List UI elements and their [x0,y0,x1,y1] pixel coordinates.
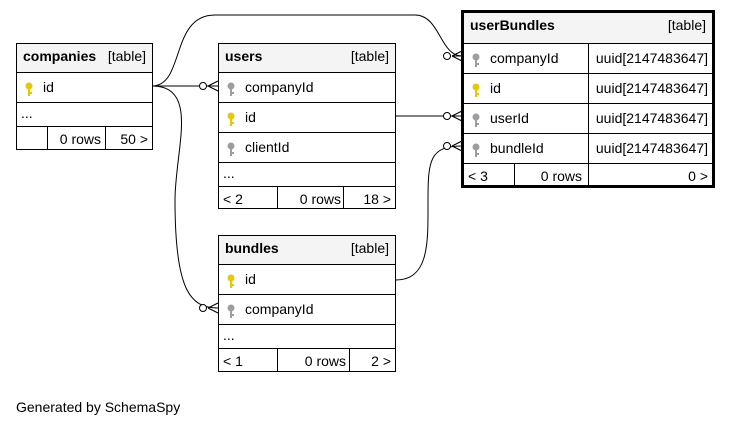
generated-by-footer: Generated by SchemaSpy [16,399,181,415]
table-header: userBundles [table] [464,13,712,43]
table-type-label: [table] [667,17,706,33]
more-columns: ... [219,324,395,348]
column-type: uuid[2147483647] [595,140,708,156]
link-companies-bundles [151,85,219,309]
row-count: 0 rows [59,131,101,147]
parents-count[interactable]: 18 > [363,191,391,207]
column-row[interactable]: id uuid[2147483647] [464,73,712,103]
column-row[interactable]: companyId [219,294,395,324]
column-name: id [245,109,256,125]
column-row[interactable]: companyId [219,72,395,102]
column-name: id [43,79,54,95]
more-columns: ... [219,162,395,186]
column-type: uuid[2147483647] [595,110,708,126]
table-companies[interactable]: companies [table] id ... 0 rows 50 > [16,43,153,150]
column-row[interactable]: id [219,264,395,294]
table-stats: < 1 0 rows 2 > [219,348,395,371]
table-header: companies [table] [17,44,152,72]
table-type-label: [table] [350,48,389,64]
ellipsis: ... [223,327,235,343]
column-name: bundleId [490,140,544,156]
parents-count[interactable]: 0 > [688,168,708,184]
link-bundles-userbundles [395,145,463,281]
primary-key-icon [472,83,480,97]
table-name: users [225,48,263,64]
column-row[interactable]: id [17,72,152,102]
table-header: users [table] [219,44,395,72]
column-name: userId [490,110,529,126]
foreign-key-icon [227,142,235,156]
column-row[interactable]: companyId uuid[2147483647] [464,43,712,73]
foreign-key-icon [227,304,235,318]
table-type-label: [table] [107,48,146,64]
column-name: id [245,271,256,287]
table-name: userBundles [470,17,555,33]
table-users[interactable]: users [table] companyId id clientId ... … [218,43,396,209]
primary-key-icon [25,82,33,96]
parents-count[interactable]: 2 > [371,353,391,369]
row-count: 0 rows [540,168,582,184]
more-columns: ... [17,102,152,126]
row-count: 0 rows [299,191,341,207]
column-name: id [490,80,501,96]
column-name: companyId [245,301,314,317]
children-count[interactable]: < 2 [223,191,243,207]
children-count[interactable]: < 3 [468,168,488,184]
column-name: companyId [490,50,559,66]
foreign-key-icon [227,82,235,96]
ellipsis: ... [21,105,33,121]
column-row[interactable]: userId uuid[2147483647] [464,103,712,133]
table-name: bundles [225,240,279,256]
table-stats: < 3 0 rows 0 > [464,163,712,185]
children-count[interactable]: < 1 [223,353,243,369]
column-name: companyId [245,79,314,95]
table-bundles[interactable]: bundles [table] id companyId ... < 1 0 r… [218,235,396,372]
column-row[interactable]: bundleId uuid[2147483647] [464,133,712,163]
table-name: companies [23,48,97,64]
table-userbundles[interactable]: userBundles [table] companyId uuid[21474… [461,10,715,188]
table-type-label: [table] [350,240,389,256]
table-header: bundles [table] [219,236,395,264]
ellipsis: ... [223,165,235,181]
column-type: uuid[2147483647] [595,50,708,66]
primary-key-icon [227,112,235,126]
parents-count[interactable]: 50 > [120,131,148,147]
foreign-key-icon [472,113,480,127]
table-stats: 0 rows 50 > [17,126,152,149]
link-companies-userbundles [151,14,463,87]
column-type: uuid[2147483647] [595,80,708,96]
table-stats: < 2 0 rows 18 > [219,186,395,208]
column-row[interactable]: clientId [219,132,395,162]
foreign-key-icon [472,53,480,67]
column-name: clientId [245,139,290,155]
column-row[interactable]: id [219,102,395,132]
foreign-key-icon [472,143,480,157]
row-count: 0 rows [304,353,346,369]
primary-key-icon [227,274,235,288]
